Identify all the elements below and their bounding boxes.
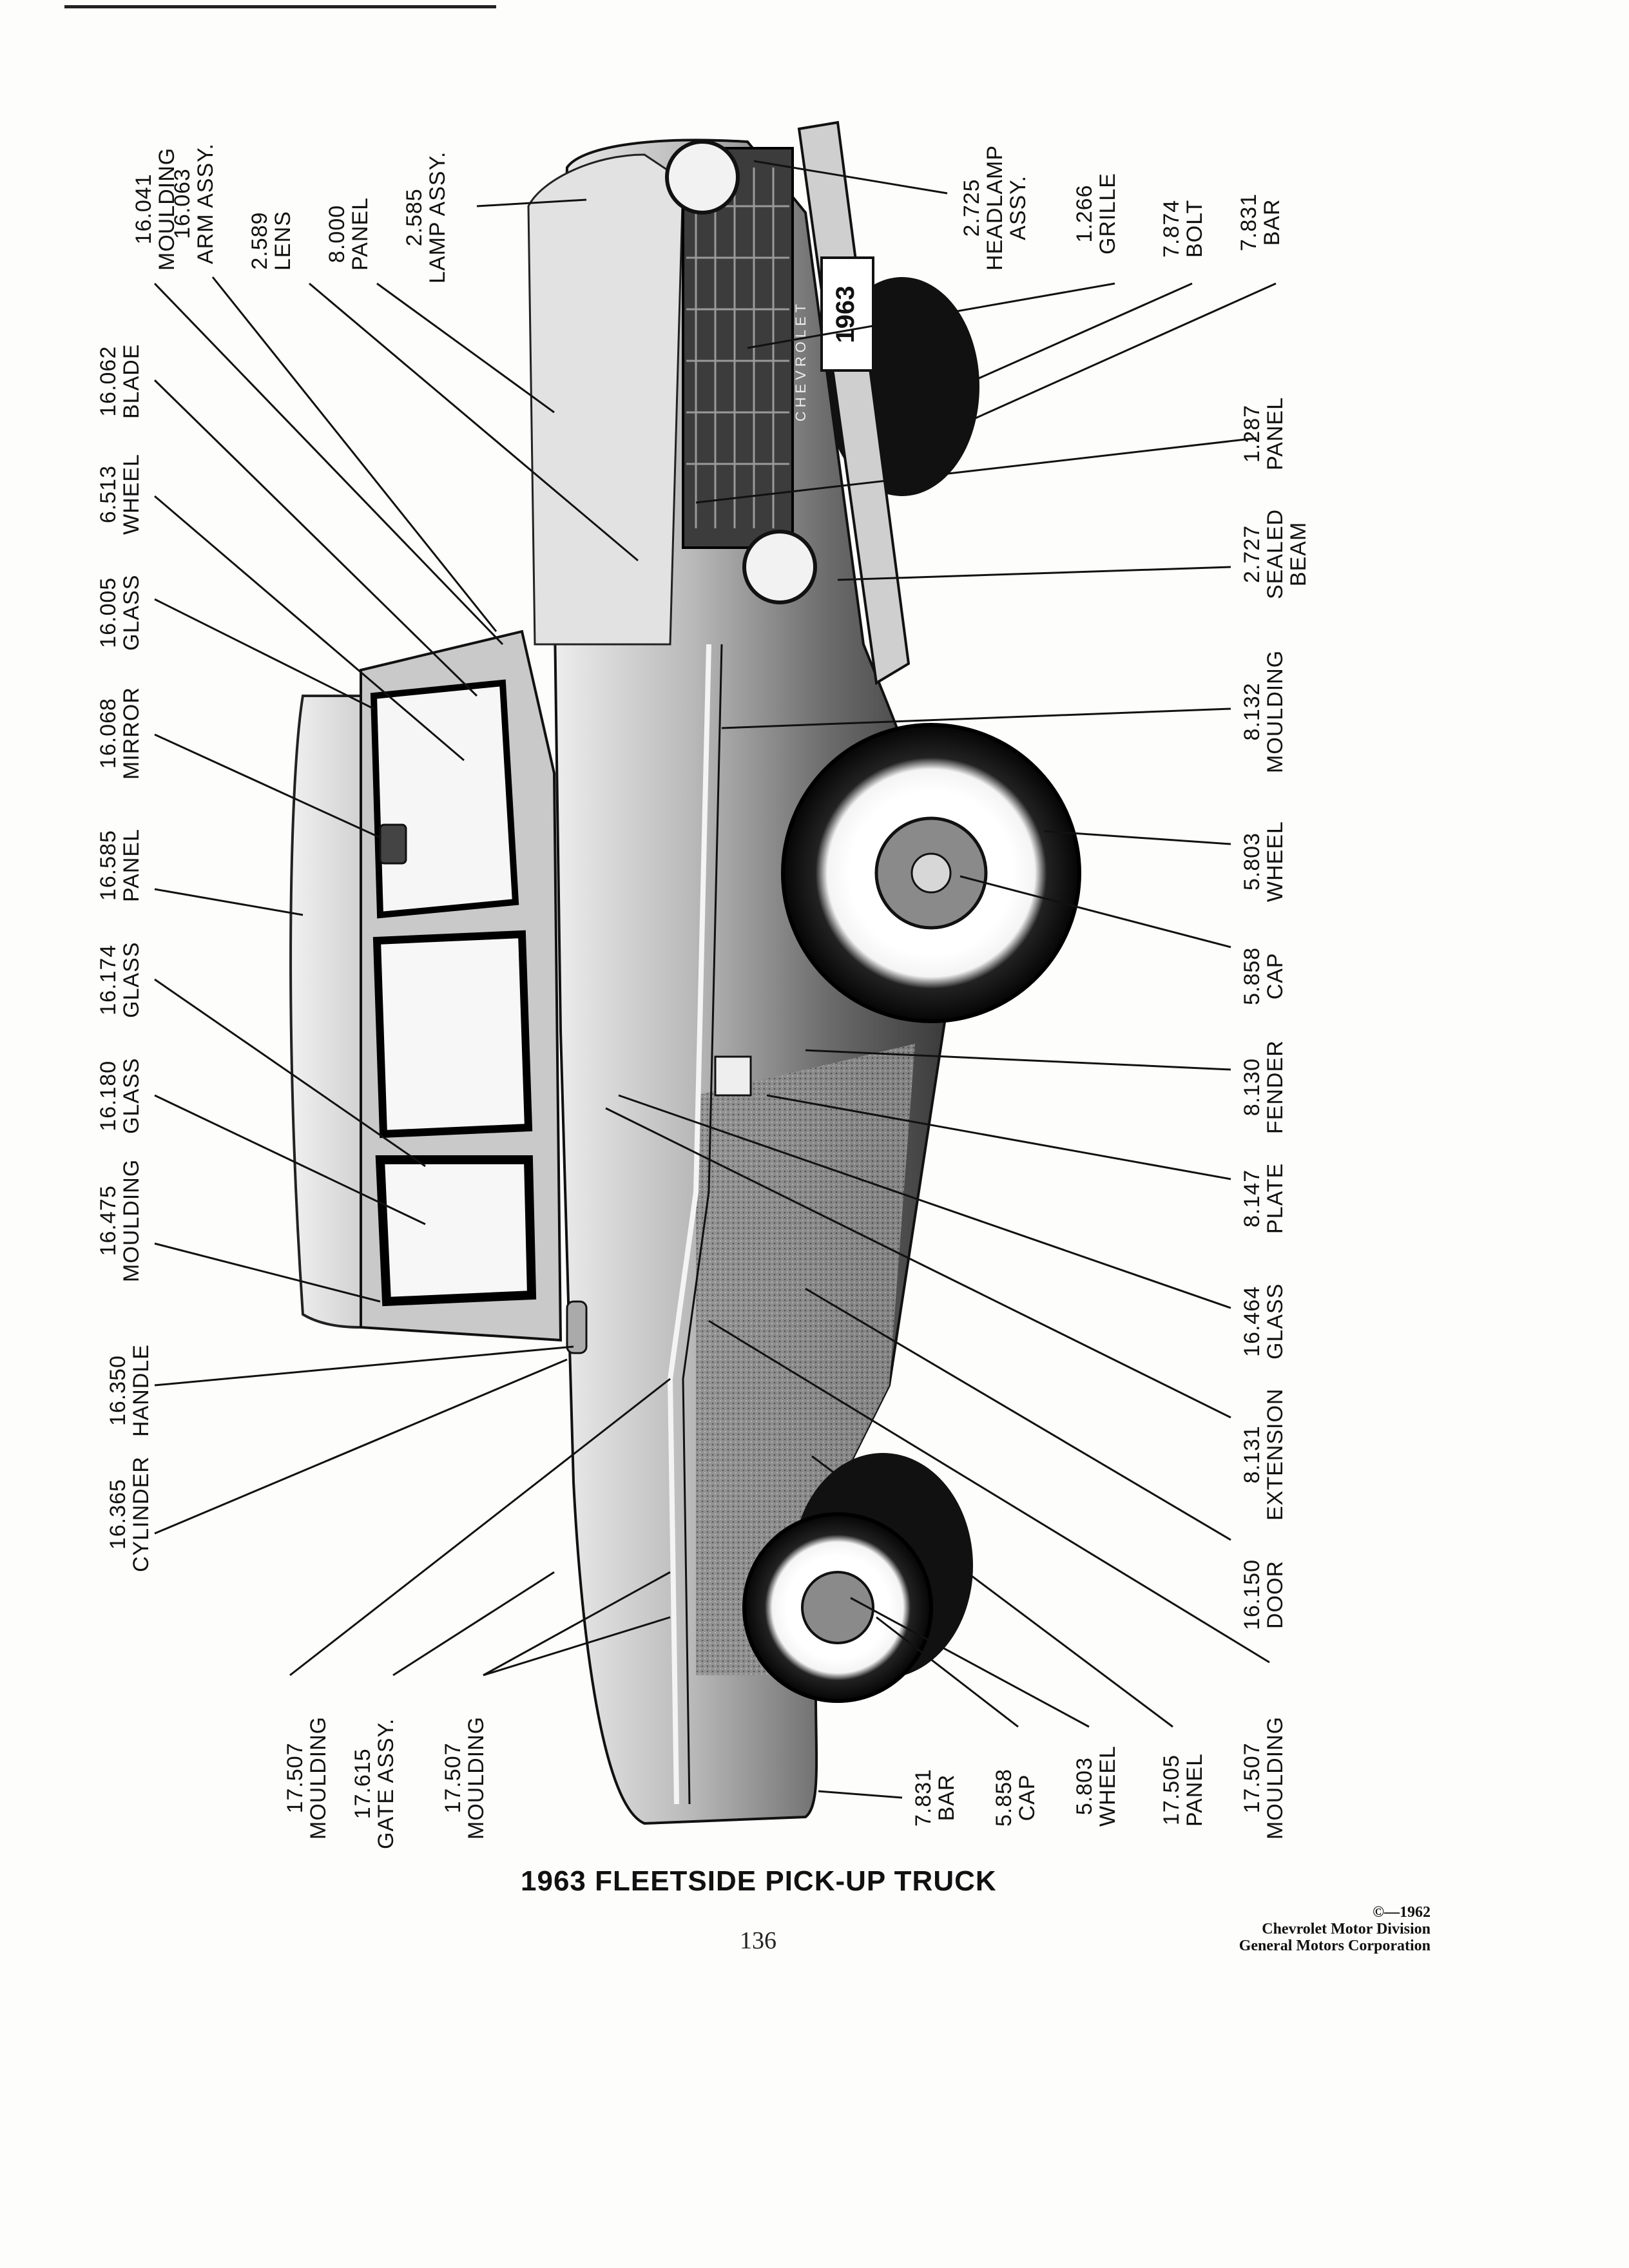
license-plate-text: 1963 <box>831 286 860 343</box>
copyright-corporation: General Motors Corporation <box>1239 1937 1431 1954</box>
side-moulding-line <box>667 644 711 1805</box>
figure-caption: 1963 FLEETSIDE PICK-UP TRUCK <box>521 1865 997 1897</box>
license-plate <box>820 256 874 372</box>
door-glass <box>372 930 533 1139</box>
hood <box>527 153 684 646</box>
headlamp-upper-icon <box>665 140 740 215</box>
door-handle-icon <box>566 1300 588 1354</box>
mirror-icon <box>379 823 407 865</box>
copyright-notice: ©—1962 Chevrolet Motor Division General … <box>1095 1904 1431 1954</box>
top-rule <box>64 5 496 8</box>
callout-leader-lines <box>153 160 1277 1799</box>
page-number: 136 <box>740 1927 776 1954</box>
rear-hubcap-icon <box>801 1571 874 1644</box>
fender-emblem-icon <box>714 1055 752 1097</box>
copyright-division: Chevrolet Motor Division <box>1262 1921 1431 1937</box>
lower-side-texture <box>696 1044 915 1675</box>
grille-icon <box>682 147 794 549</box>
windshield-glass <box>370 679 519 919</box>
truck-body: 1963 CHEVROLET <box>289 120 1081 1825</box>
headlamp-lower-icon <box>742 530 817 604</box>
copyright-year: ©—1962 <box>1373 1904 1431 1921</box>
grille-lettering: CHEVROLET <box>793 300 809 421</box>
rear-window-glass <box>375 1155 537 1307</box>
